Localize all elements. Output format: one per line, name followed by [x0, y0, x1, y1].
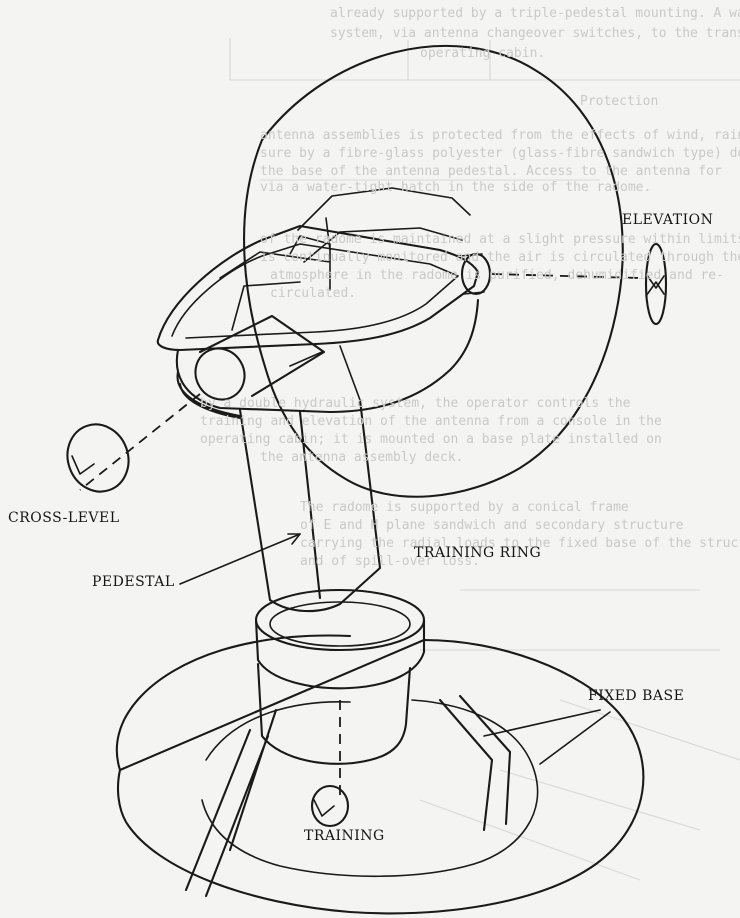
bleed-through-line: already supported by a triple-pedestal m…	[330, 6, 740, 21]
yoke-cradle	[175, 298, 480, 414]
fixed-base-leader-2	[539, 711, 611, 765]
yoke-bracket	[156, 224, 480, 352]
cross-level-axis	[79, 393, 201, 491]
fixed-base-leader-1	[483, 709, 601, 737]
pedestal-leader	[179, 533, 301, 585]
training-ring-sides	[254, 618, 426, 690]
bleed-through-line: via a water-tight hatch in the side of t…	[260, 180, 652, 195]
bleed-through-line: the antenna assembly deck.	[260, 450, 464, 465]
bleed-through-line: carrying the radial loads to the fixed b…	[300, 536, 740, 551]
bleed-through-line: and of spill-over loss.	[300, 554, 481, 569]
bleed-through-line: operating cabin.	[420, 46, 546, 61]
radome-outline	[243, 44, 624, 498]
label-elevation: ELEVATION	[622, 212, 714, 228]
elevation-rotation-icon	[644, 242, 668, 326]
bleed-through-line: of the radome is maintained at a slight …	[260, 232, 740, 247]
bleed-through-line: atmosphere in the radome is purified, de…	[270, 268, 724, 283]
label-cross-level: CROSS-LEVEL	[8, 510, 120, 526]
bleed-through-line: system, via antenna changeover switches,…	[330, 26, 740, 41]
bleed-through-line: operating cabin; it is mounted on a base…	[200, 432, 662, 447]
bleed-through-line: training and elevation of the antenna fr…	[200, 414, 662, 429]
label-pedestal: PEDESTAL	[92, 574, 175, 590]
pedestal-column	[238, 398, 382, 613]
bleed-through-line: of E and H plane sandwich and secondary …	[300, 518, 684, 533]
label-training-ring: TRAINING RING	[414, 545, 542, 561]
bleed-through-line: the base of the antenna pedestal. Access…	[260, 164, 722, 179]
fixed-base-inner	[201, 699, 539, 878]
bleed-through-line: The radome is supported by a conical fra…	[300, 500, 629, 515]
bleed-through-line: antenna assemblies is protected from the…	[260, 128, 740, 143]
cross-level-cylinder-end	[194, 347, 246, 401]
bleed-through-line: sure by a fibre-glass polyester (glass-f…	[260, 146, 740, 161]
cross-level-cylinder	[198, 314, 326, 398]
training-ring-top	[254, 588, 426, 652]
pedestal-arrowhead	[287, 533, 301, 545]
bleed-through-lines	[229, 38, 740, 881]
base-strut-right	[438, 694, 512, 832]
bleed-through-line: Protection	[580, 94, 659, 109]
bleed-through-line: is continually monitored and the air is …	[260, 250, 740, 265]
bleed-through-line: by a double hydraulic system, the operat…	[200, 396, 631, 411]
pedestal-edge	[289, 345, 361, 401]
training-ring-collar	[176, 370, 242, 420]
elevation-axis	[491, 273, 641, 279]
bleed-through-line: circulated.	[270, 286, 357, 301]
training-rotation-icon	[310, 784, 350, 828]
training-ring-inner	[269, 601, 411, 647]
fixed-base-outer	[115, 634, 645, 915]
cross-level-rotation-icon	[66, 423, 130, 493]
label-training: TRAINING	[304, 828, 385, 844]
yoke-inner-rim	[171, 243, 459, 339]
base-strut-left	[184, 708, 278, 898]
elevation-shaft-sides	[459, 253, 485, 295]
lower-drum	[256, 662, 412, 765]
label-fixed-base: FIXED BASE	[588, 688, 685, 704]
